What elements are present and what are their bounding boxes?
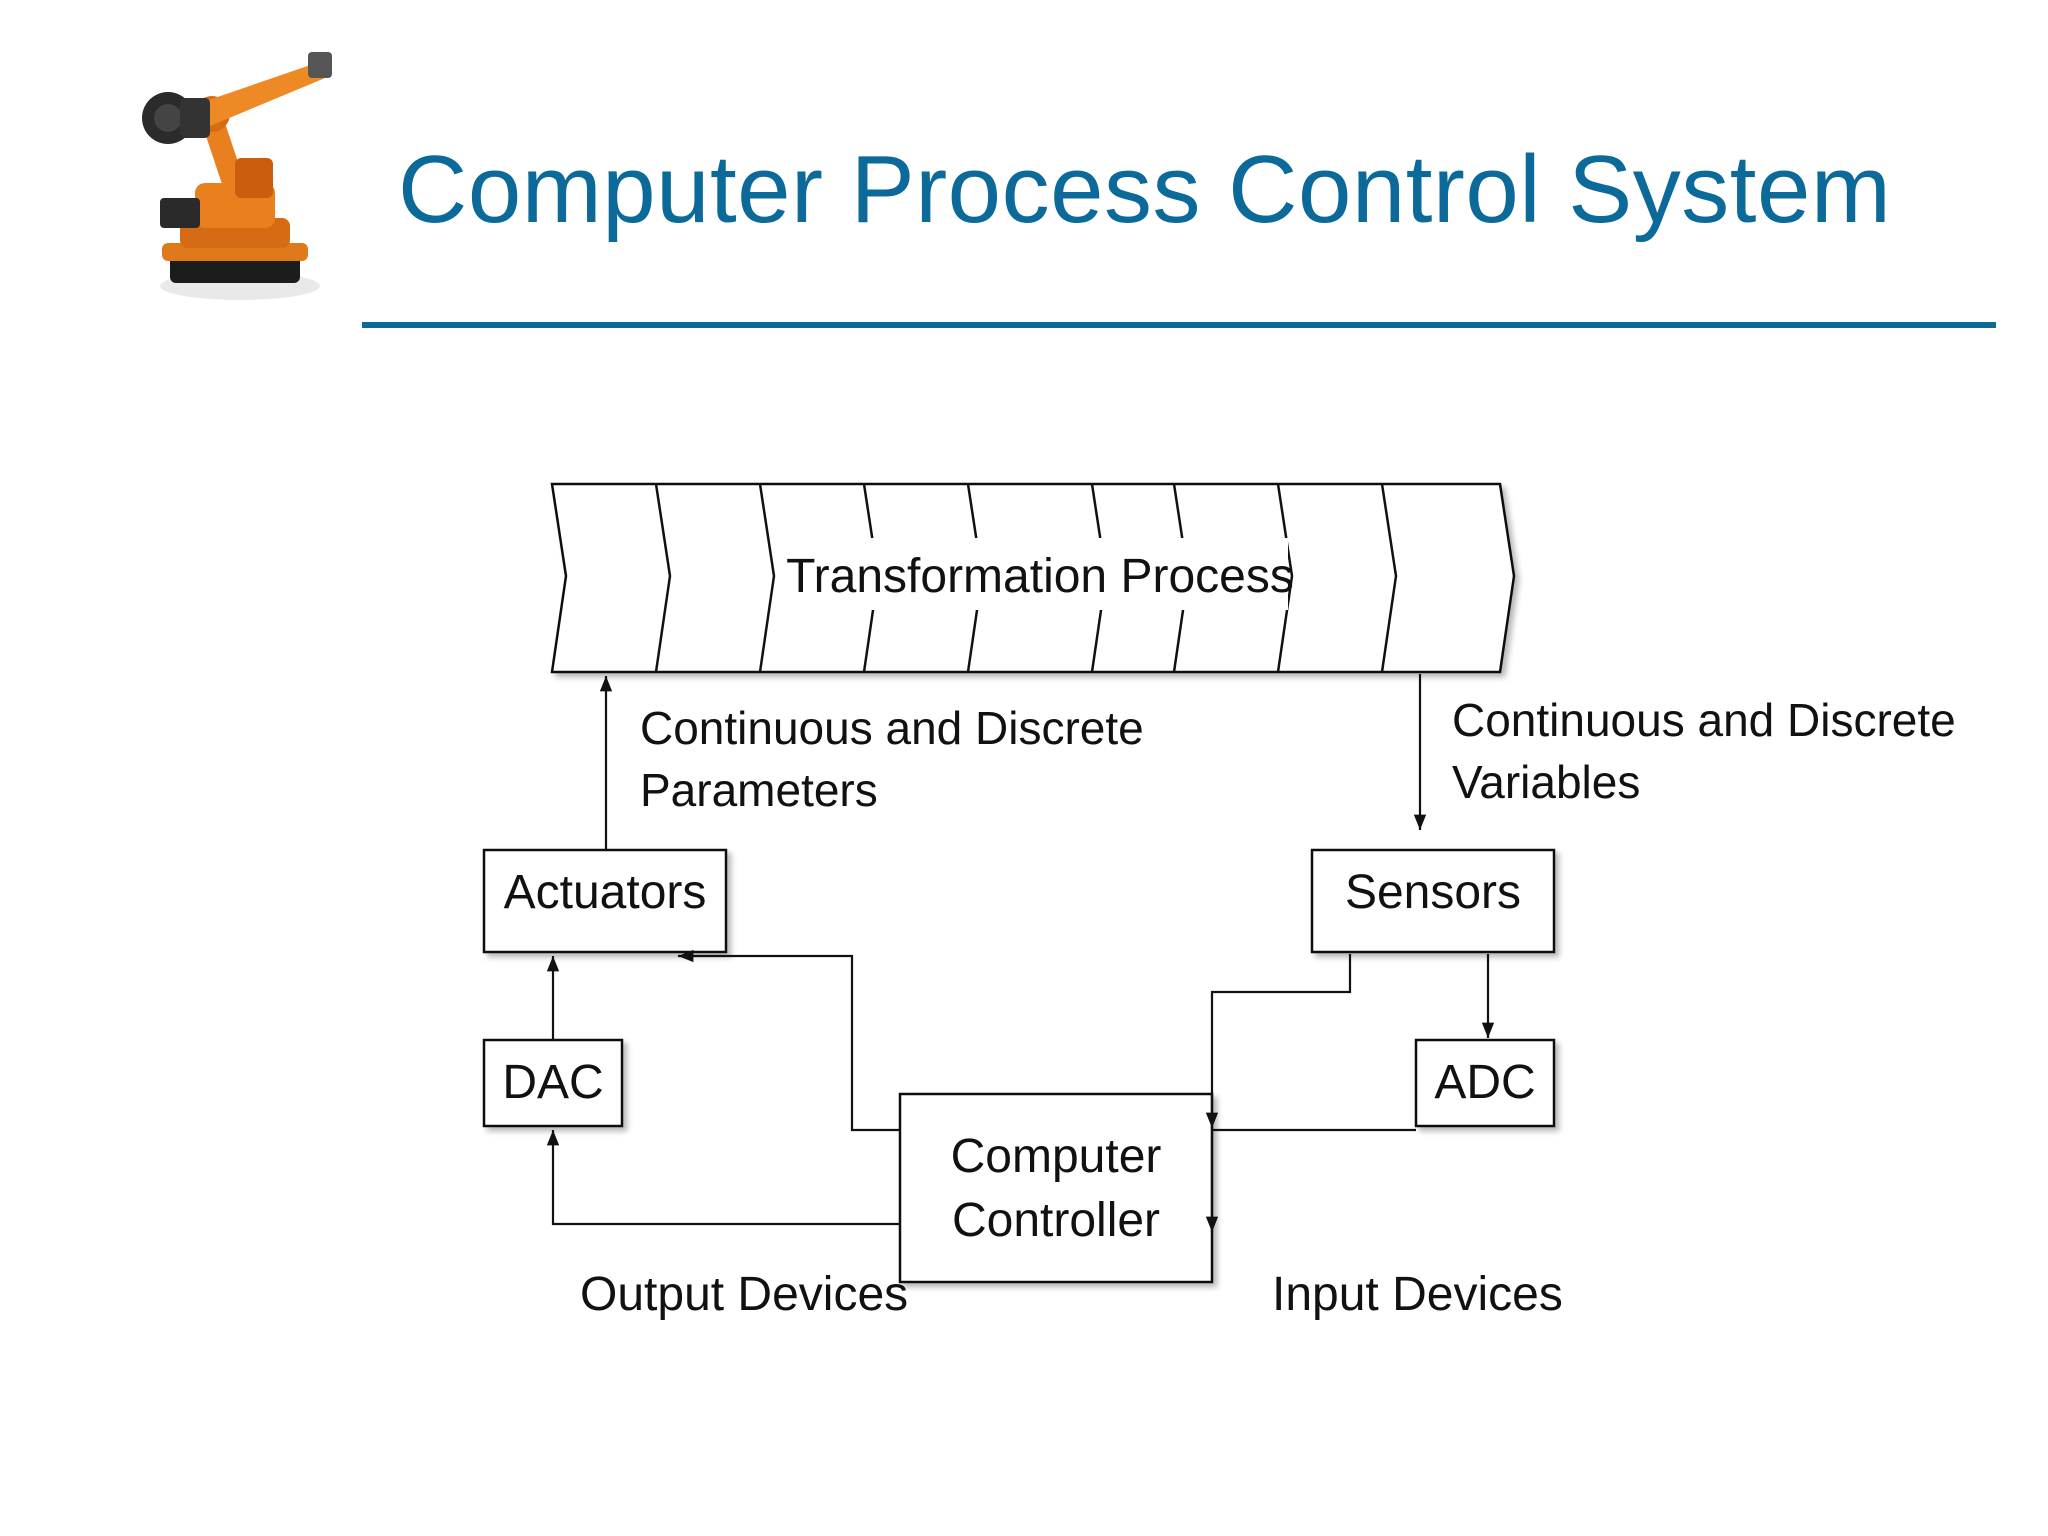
input-devices-label: Input Devices: [1272, 1268, 1563, 1321]
transformation-process-band: Transformation Process: [550, 482, 1516, 674]
title-divider: [362, 322, 1996, 328]
computer-controller-box: Computer Controller: [898, 1092, 1214, 1284]
output-devices-label: Output Devices: [580, 1268, 908, 1321]
transformation-process-label: Transformation Process: [786, 550, 1294, 603]
controller-label-line1: Computer: [951, 1130, 1162, 1183]
actuators-label: Actuators: [504, 866, 707, 919]
controller-to-dac-arrow: [546, 1130, 900, 1226]
sensors-label: Sensors: [1345, 866, 1521, 919]
sensors-to-controller-arrow: [1205, 954, 1352, 1128]
industrial-robot-arm-icon: [142, 52, 332, 300]
controller-label-line2: Controller: [952, 1194, 1160, 1247]
parameters-label-line1: Continuous and Discrete: [640, 702, 1144, 754]
parameters-label-line2: Parameters: [640, 764, 878, 816]
adc-to-controller-arrow: [1205, 1128, 1416, 1232]
controller-to-actuators-arrow: [678, 949, 900, 1132]
page-title: Computer Process Control System: [398, 136, 1892, 243]
sensors-box: Sensors: [1310, 848, 1556, 954]
adc-box: ADC: [1414, 1038, 1556, 1128]
actuators-box: Actuators: [482, 848, 728, 954]
variables-label-line2: Variables: [1452, 756, 1640, 808]
connectors: [546, 674, 1495, 1232]
dac-box: DAC: [482, 1038, 624, 1128]
variables-label-line1: Continuous and Discrete: [1452, 694, 1956, 746]
adc-label: ADC: [1434, 1056, 1535, 1109]
dac-label: DAC: [502, 1056, 603, 1109]
